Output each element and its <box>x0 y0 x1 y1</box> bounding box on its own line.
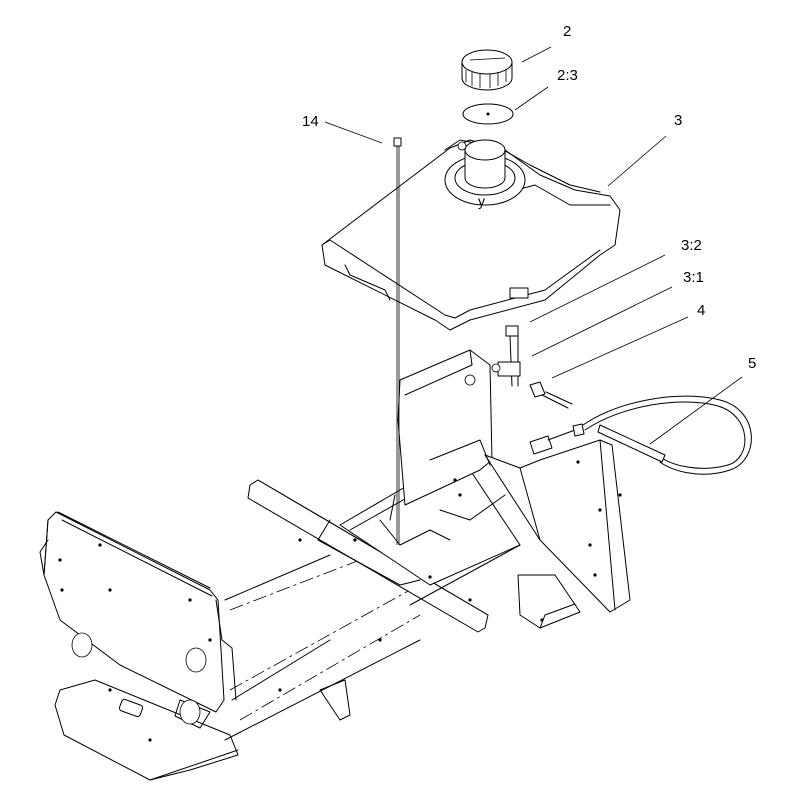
callout-5: 5 <box>748 355 756 372</box>
screw-part <box>393 137 402 545</box>
hose-clamp <box>529 381 573 409</box>
callout-4: 4 <box>697 302 705 319</box>
callout-2: 2 <box>563 23 571 40</box>
fuel-filter <box>529 423 585 455</box>
callout-3-1: 3:1 <box>683 269 704 286</box>
chassis-frame <box>39 454 521 781</box>
cap-gasket <box>462 103 514 125</box>
fuel-cap <box>461 49 513 91</box>
fuel-line <box>582 395 752 475</box>
fuel-tank: y <box>321 139 621 331</box>
shutoff-valve <box>491 325 521 387</box>
tank-mark-label: y <box>478 193 485 209</box>
leader-lines <box>324 46 743 445</box>
callout-3: 3 <box>674 112 682 129</box>
callout-2-3: 2:3 <box>557 67 578 84</box>
callout-14: 14 <box>302 113 319 130</box>
dash-tower <box>389 349 631 629</box>
frame-holes <box>58 460 622 742</box>
callout-3-2: 3:2 <box>681 237 702 254</box>
